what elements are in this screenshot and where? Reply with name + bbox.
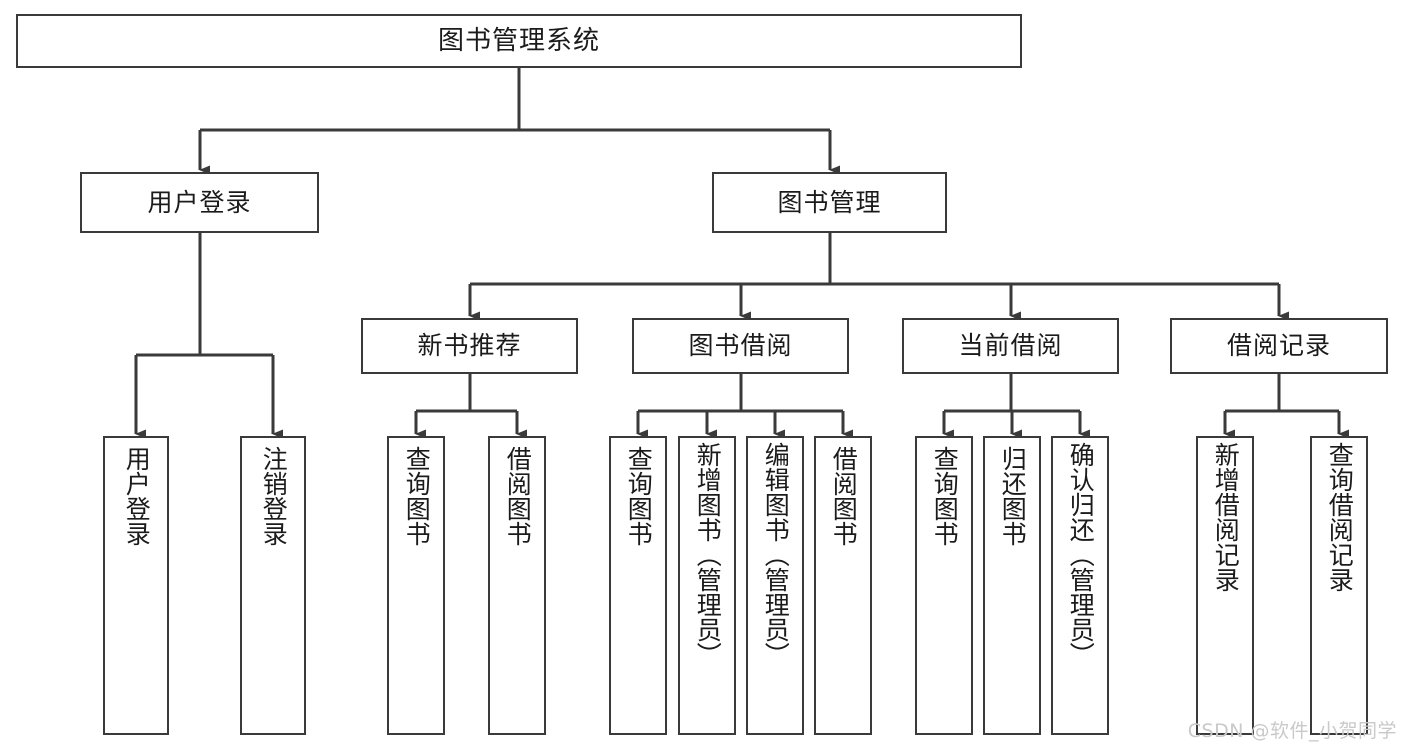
node-leaf-user-login[interactable]: 用户登录 bbox=[103, 436, 169, 735]
node-label: 查询借阅记录 bbox=[1325, 442, 1355, 592]
node-label: 用户登录 bbox=[122, 446, 152, 546]
node-label: 借阅图书 bbox=[503, 446, 533, 546]
node-label: 编辑图书（管理员） bbox=[761, 442, 791, 667]
node-new-book-rec[interactable]: 新书推荐 bbox=[361, 318, 578, 374]
node-cur-borrow[interactable]: 当前借阅 bbox=[902, 318, 1119, 374]
node-label: 归还图书 bbox=[998, 446, 1028, 546]
node-label: 借阅图书 bbox=[829, 446, 859, 546]
node-leaf-user-logout[interactable]: 注销登录 bbox=[240, 436, 306, 735]
node-leaf-return-book[interactable]: 归还图书 bbox=[983, 436, 1041, 735]
node-leaf-query-record[interactable]: 查询借阅记录 bbox=[1310, 436, 1368, 735]
node-book-borrow[interactable]: 图书借阅 bbox=[632, 318, 849, 374]
node-label: 注销登录 bbox=[259, 446, 289, 546]
node-user-login[interactable]: 用户登录 bbox=[80, 172, 319, 233]
node-label: 确认归还（管理员） bbox=[1066, 442, 1096, 667]
node-leaf-confirm-return[interactable]: 确认归还（管理员） bbox=[1051, 436, 1109, 735]
node-leaf-query-book-1[interactable]: 查询图书 bbox=[387, 436, 445, 735]
node-label: 当前借阅 bbox=[958, 331, 1063, 361]
node-label: 查询图书 bbox=[930, 446, 960, 546]
node-label: 查询图书 bbox=[402, 446, 432, 546]
node-leaf-borrow-book-2[interactable]: 借阅图书 bbox=[814, 436, 872, 735]
node-label: 图书管理 bbox=[777, 187, 882, 217]
node-label: 图书管理系统 bbox=[437, 25, 600, 56]
node-root[interactable]: 图书管理系统 bbox=[16, 14, 1022, 68]
node-leaf-edit-book[interactable]: 编辑图书（管理员） bbox=[746, 436, 804, 735]
node-label: 新增图书（管理员） bbox=[693, 442, 723, 667]
node-book-manage[interactable]: 图书管理 bbox=[712, 172, 947, 233]
node-leaf-add-book[interactable]: 新增图书（管理员） bbox=[678, 436, 736, 735]
node-leaf-query-book-3[interactable]: 查询图书 bbox=[915, 436, 973, 735]
node-borrow-record[interactable]: 借阅记录 bbox=[1170, 318, 1388, 374]
node-label: 图书借阅 bbox=[688, 331, 793, 361]
node-leaf-borrow-book-1[interactable]: 借阅图书 bbox=[488, 436, 546, 735]
node-label: 查询图书 bbox=[624, 446, 654, 546]
node-label: 用户登录 bbox=[147, 187, 252, 217]
node-label: 新书推荐 bbox=[417, 331, 522, 361]
node-label: 借阅记录 bbox=[1226, 331, 1331, 361]
node-label: 新增借阅记录 bbox=[1211, 442, 1241, 592]
node-leaf-query-book-2[interactable]: 查询图书 bbox=[609, 436, 667, 735]
watermark-credit: CSDN @软件_小贺同学 bbox=[1187, 720, 1397, 742]
node-leaf-add-record[interactable]: 新增借阅记录 bbox=[1196, 436, 1254, 735]
